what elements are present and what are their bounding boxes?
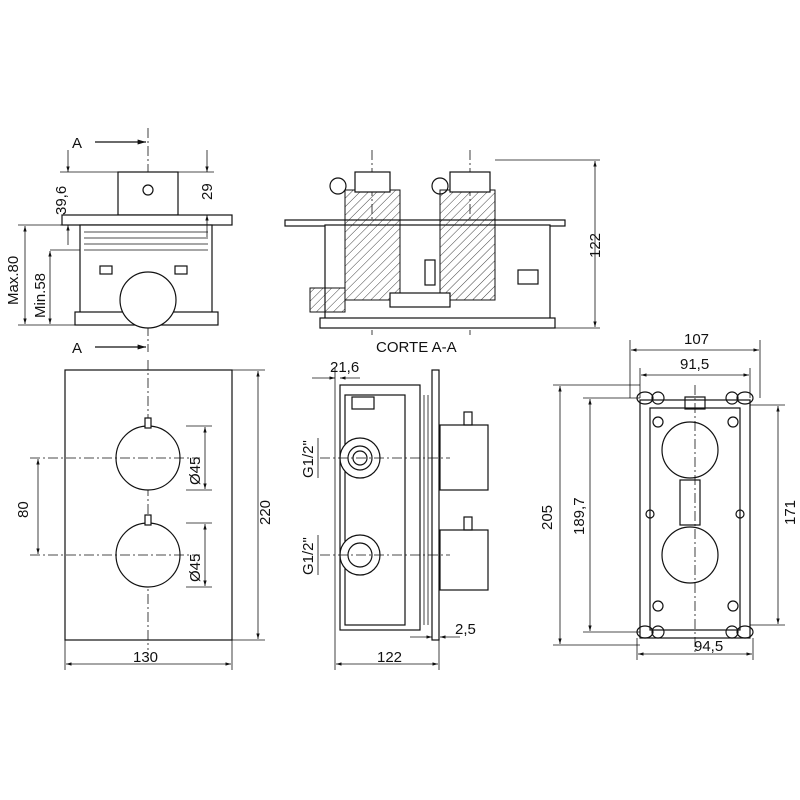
dim-max: Max.80 <box>5 256 22 305</box>
dim-side-offset: 21,6 <box>330 359 359 376</box>
dim-rear-width-bottom: 94,5 <box>694 638 723 655</box>
front-view: Ø45 Ø45 80 220 130 <box>15 360 274 670</box>
dim-rear-height-box: 171 <box>782 500 799 525</box>
section-marker-bottom: A <box>72 340 82 357</box>
dim-knob-spacing: 80 <box>15 501 32 518</box>
dim-front-height: 220 <box>257 500 274 525</box>
side-view: 21,6 G1/2" G1/2" 2,5 122 <box>300 359 489 670</box>
section-view: 122 CORTE A-A <box>284 150 604 356</box>
dim-min: Min.58 <box>32 273 49 318</box>
thread-top: G1/2" <box>300 440 317 478</box>
top-view: A A 39,6 29 Max.80 Min.58 <box>5 128 233 357</box>
dim-rear-height-total: 205 <box>539 505 556 530</box>
section-marker-top: A <box>72 135 82 152</box>
rear-view: 107 91,5 205 189,7 171 94,5 <box>539 331 799 660</box>
thread-bottom: G1/2" <box>300 537 317 575</box>
dim-rear-width-inner: 91,5 <box>680 356 709 373</box>
dim-knob-bottom: Ø45 <box>187 554 204 582</box>
dim-plate: 2,5 <box>455 621 476 638</box>
dim-rear-height-inner: 189,7 <box>571 497 588 535</box>
section-title: CORTE A-A <box>376 339 457 356</box>
dim-rear-width-total: 107 <box>684 331 709 348</box>
dim-knob-top: Ø45 <box>187 457 204 485</box>
dim-cap: 29 <box>199 183 216 200</box>
dim-side-depth: 122 <box>377 649 402 666</box>
dim-cover-height: 39,6 <box>53 186 70 215</box>
dim-section-height: 122 <box>587 233 604 258</box>
dim-front-width: 130 <box>133 649 158 666</box>
